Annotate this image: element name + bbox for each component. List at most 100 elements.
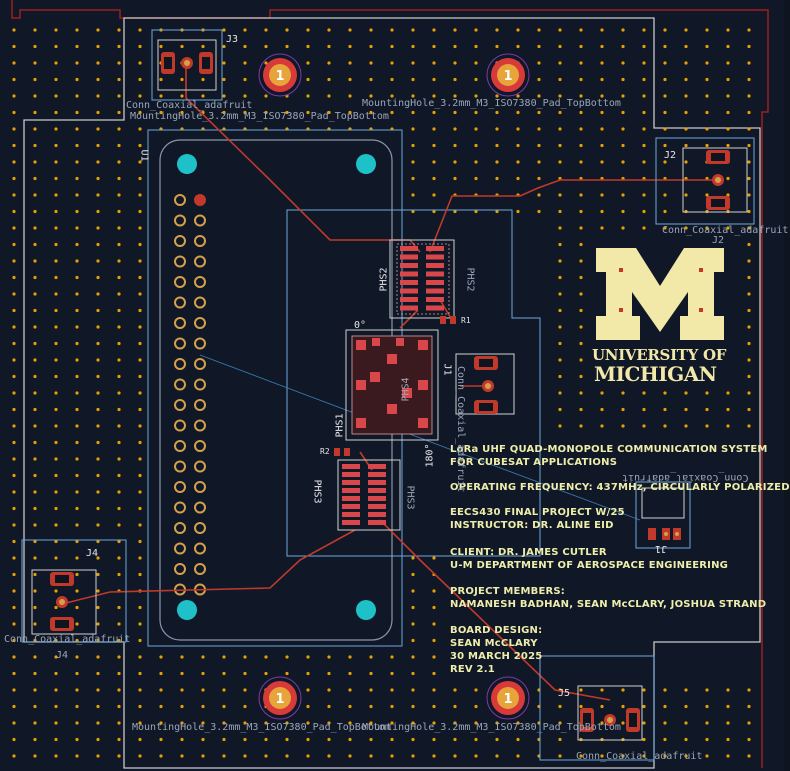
via — [705, 193, 709, 197]
via — [12, 259, 16, 263]
via — [663, 160, 667, 164]
via — [201, 737, 205, 742]
via — [201, 754, 205, 758]
value-j3: Conn_Coaxial_adafruit — [126, 100, 253, 111]
via — [747, 226, 751, 230]
via — [117, 622, 121, 626]
via — [54, 308, 58, 313]
via — [600, 127, 604, 131]
via — [327, 110, 331, 115]
via — [369, 94, 373, 98]
smd-pad — [426, 305, 444, 311]
via — [411, 589, 415, 593]
via — [96, 374, 100, 379]
via — [12, 61, 16, 65]
via — [474, 110, 478, 115]
via — [54, 193, 58, 197]
header-pin — [174, 276, 186, 288]
via — [369, 671, 373, 676]
via — [96, 473, 100, 478]
via — [117, 292, 121, 296]
via — [516, 28, 520, 32]
via — [432, 77, 436, 82]
via — [33, 259, 37, 263]
via — [579, 94, 583, 98]
via — [390, 44, 394, 49]
via — [243, 704, 247, 709]
via — [54, 721, 58, 725]
via — [117, 226, 121, 230]
via — [117, 374, 121, 379]
pad-number: 1 — [275, 69, 284, 84]
via — [54, 539, 58, 544]
header-pin — [174, 194, 186, 206]
via — [117, 506, 121, 511]
via — [411, 572, 415, 577]
via — [75, 275, 79, 280]
via — [747, 358, 751, 362]
via — [285, 110, 289, 115]
via — [54, 457, 58, 461]
via — [642, 424, 646, 428]
via — [663, 143, 667, 148]
via — [54, 275, 58, 280]
via — [348, 94, 352, 98]
via — [33, 407, 37, 412]
smd-pad — [400, 246, 418, 251]
via — [600, 391, 604, 395]
via — [369, 704, 373, 709]
via — [33, 704, 37, 709]
mounting-hole: 1 — [258, 53, 302, 97]
via — [138, 754, 142, 758]
via — [663, 226, 667, 230]
via — [705, 704, 709, 709]
via — [579, 160, 583, 164]
header-pin — [174, 460, 186, 473]
via — [705, 721, 709, 725]
via — [138, 44, 142, 49]
via — [75, 110, 79, 115]
via — [138, 61, 142, 65]
via — [642, 94, 646, 98]
via — [663, 737, 667, 742]
via — [516, 209, 520, 214]
via — [642, 721, 646, 725]
smd-pad — [368, 512, 386, 517]
via — [579, 688, 583, 692]
via — [96, 292, 100, 296]
via — [495, 94, 499, 98]
via — [726, 704, 730, 709]
via — [285, 721, 289, 725]
via — [75, 77, 79, 82]
via — [558, 407, 562, 412]
via — [12, 572, 16, 577]
via — [243, 28, 247, 32]
r2-pad — [344, 448, 350, 456]
via — [558, 77, 562, 82]
via — [558, 160, 562, 164]
via — [579, 704, 583, 709]
via — [369, 688, 373, 692]
smd-pad — [400, 305, 418, 311]
via — [33, 754, 37, 758]
via — [705, 28, 709, 32]
info-instructor: INSTRUCTOR: DR. ALINE EID — [450, 520, 614, 531]
via — [180, 655, 184, 659]
via — [432, 754, 436, 758]
via — [726, 688, 730, 692]
via — [33, 655, 37, 659]
info-revision: REV 2.1 — [450, 664, 495, 675]
via — [117, 523, 121, 527]
via — [33, 94, 37, 98]
via — [285, 754, 289, 758]
pad-number: 1 — [503, 692, 512, 707]
via — [117, 655, 121, 659]
via — [369, 754, 373, 758]
via — [747, 737, 751, 742]
header-pin — [174, 419, 186, 432]
via — [663, 193, 667, 197]
via — [390, 737, 394, 742]
via — [54, 407, 58, 412]
